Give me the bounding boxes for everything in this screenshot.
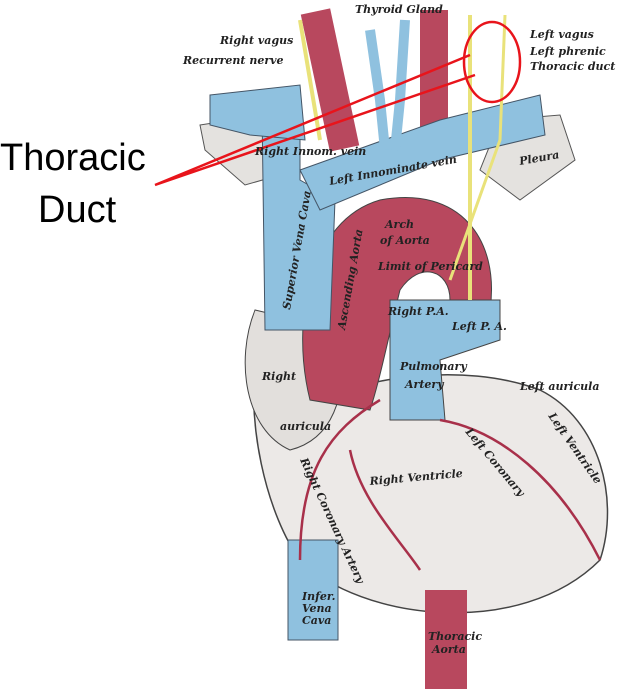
- inferior-vena-cava: [287, 539, 339, 641]
- callout-circle: [462, 20, 522, 104]
- label-left-vagus: Left vagus: [529, 28, 594, 41]
- callout-title-line2: Duct: [38, 189, 117, 231]
- label-right-auricula-1: Right: [261, 370, 296, 383]
- label-pulmonary-2: Artery: [404, 378, 445, 391]
- thoracic-aorta: [425, 590, 467, 689]
- label-right-auricula-2: auricula: [280, 420, 331, 433]
- right-carotid: [300, 8, 360, 152]
- label-limit-of-pericard: Limit of Pericard: [377, 260, 483, 273]
- label-recurrent-nerve: Recurrent nerve: [182, 54, 284, 67]
- innominate-veins: [209, 84, 546, 211]
- label-pulmonary-1: Pulmonary: [399, 360, 468, 373]
- pulmonary-artery: [389, 299, 501, 421]
- label-thoracic-aorta-2: Aorta: [431, 643, 466, 656]
- label-ivc-2: Vena: [302, 602, 332, 615]
- label-ivc-3: Cava: [302, 614, 331, 627]
- label-right-pulmonary: Right P.A.: [387, 305, 449, 318]
- left-phrenic-nerve: [448, 14, 507, 281]
- callout-line: [154, 53, 476, 187]
- label-left-pa: Left P. A.: [451, 320, 507, 333]
- label-right-vagus: Right vagus: [219, 34, 293, 47]
- right-vagus-nerve: [298, 19, 322, 141]
- label-thoracic-duct: Thoracic duct: [530, 60, 615, 73]
- label-ivc-1: Infer.: [301, 590, 336, 603]
- label-thoracic-aorta-1: Thoracic: [428, 630, 482, 643]
- label-left-auricula: Left auricula: [519, 380, 599, 393]
- label-arch-of-aorta-1: Arch: [384, 218, 414, 231]
- label-left-phrenic: Left phrenic: [529, 45, 606, 58]
- label-right-innom-vein: Right Innom. vein: [254, 145, 366, 158]
- label-thyroid-gland: Thyroid Gland: [355, 3, 443, 16]
- coronary-arteries: [298, 398, 602, 571]
- label-arch-of-aorta-2: of Aorta: [380, 234, 430, 247]
- callout-title-line1: Thoracic: [0, 137, 146, 179]
